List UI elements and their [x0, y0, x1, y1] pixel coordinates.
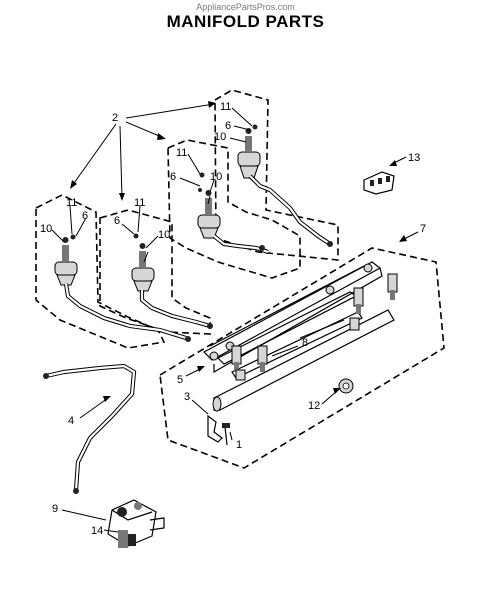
- mounting-clip: [207, 414, 223, 443]
- callout-6-center: 6: [170, 171, 176, 183]
- callout-10-left: 10: [40, 223, 52, 235]
- burner-valve-left-center: [131, 233, 213, 329]
- burner-box-center: [167, 139, 301, 279]
- callout-6-left-center: 6: [114, 215, 120, 227]
- page-title: MANIFOLD PARTS: [166, 12, 325, 31]
- callout-7: 7: [420, 223, 426, 235]
- manifold-assembly-box: [159, 247, 445, 469]
- watermark-text: AppliancePartsPros.com: [196, 2, 295, 12]
- mounting-screw: [222, 423, 230, 446]
- callout-11-left-center: 11: [134, 197, 145, 209]
- gasket-washer: [338, 378, 354, 394]
- callout-14: 14: [91, 525, 103, 537]
- callout-3: 3: [184, 391, 190, 403]
- leader-lines: [51, 101, 419, 533]
- burner-valve-left: [54, 234, 191, 342]
- callout-6-left: 6: [82, 210, 88, 222]
- callout-9: 9: [52, 503, 58, 515]
- manifold-rail: [203, 261, 383, 374]
- callout-11-right: 11: [220, 101, 231, 113]
- callout-6-right: 6: [225, 120, 231, 132]
- pressure-regulator: [107, 499, 165, 548]
- callout-10-right: 10: [214, 131, 226, 143]
- callout-12: 12: [308, 400, 320, 412]
- burner-valve-right: [237, 124, 333, 247]
- callout-5: 5: [177, 374, 183, 386]
- callout-1: 1: [236, 439, 242, 451]
- igniter-switch: [363, 171, 395, 195]
- callout-10-center: 10: [210, 171, 222, 183]
- callout-10-left-center: 10: [158, 229, 170, 241]
- burner-box-right: [214, 89, 339, 261]
- callout-8: 8: [302, 337, 308, 349]
- gas-supply-tube: [43, 363, 137, 494]
- callout-13: 13: [408, 152, 420, 164]
- callout-11-left: 11: [66, 197, 77, 209]
- manifold-pipe: [212, 309, 395, 412]
- manifold-valves: [231, 273, 398, 381]
- burner-box-left-center: [99, 209, 211, 335]
- callout-4: 4: [68, 415, 74, 427]
- burner-valve-center: [197, 172, 269, 254]
- callout-2: 2: [112, 112, 118, 124]
- callout-11-center: 11: [176, 147, 187, 159]
